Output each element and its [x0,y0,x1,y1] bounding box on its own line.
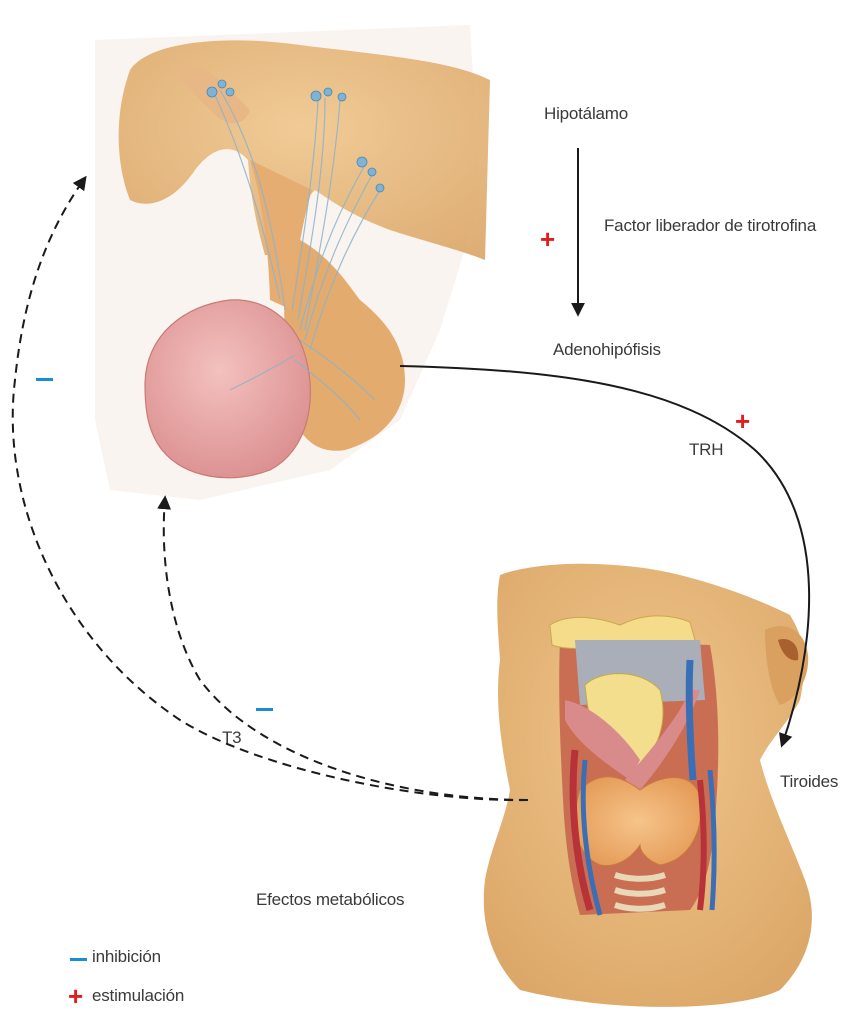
legend-inhibition-label: inhibición [92,947,161,967]
neck-thyroid-illustration [484,564,812,1007]
stimulation-sign-trh: + [735,408,750,434]
inhibition-sign-hypothalamus [36,378,53,381]
t3-label: T3 [222,728,241,748]
thyroid-label: Tiroides [780,772,838,792]
inhibition-sign-pituitary [256,708,273,711]
legend-stimulation-label: estimulación [92,986,184,1006]
adenohypophysis-label: Adenohipófisis [553,340,661,360]
legend-stimulation-symbol: + [68,983,83,1009]
hypothalamus-label: Hipotálamo [544,104,628,124]
trh-label: TRH [689,440,723,460]
metabolic-effects-label: Efectos metabólicos [256,890,404,910]
releasing-factor-label: Factor liberador de tirotrofina [604,216,816,236]
pituitary-illustration [95,25,490,500]
legend-inhibition-symbol [70,958,87,961]
stimulation-sign-factor: + [540,226,555,252]
t3-feedback-pituitary-arrow [164,498,528,800]
